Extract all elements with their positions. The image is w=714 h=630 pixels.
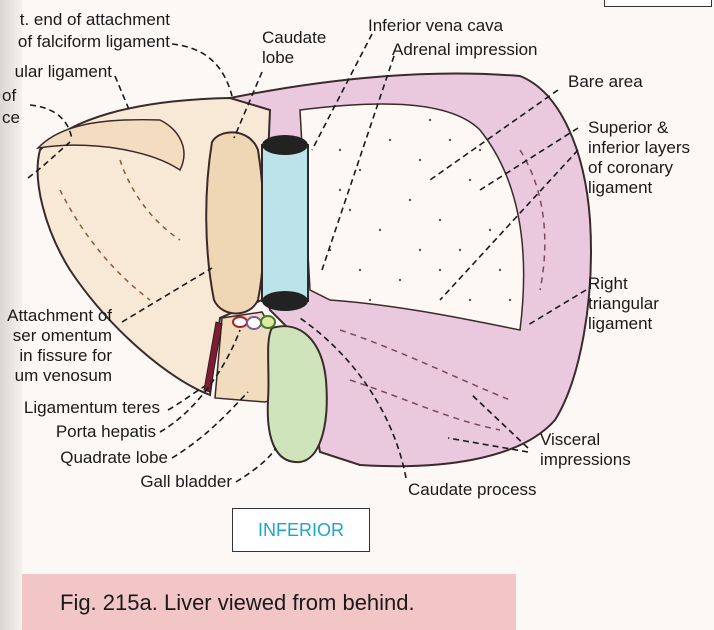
leader-ivc — [311, 33, 373, 151]
label-omentum-line4: um venosum — [14, 366, 112, 385]
caption-band — [22, 574, 516, 630]
label-gall-bladder: Gall bladder — [140, 472, 232, 491]
leader-visceral-b — [447, 437, 529, 453]
leader-caudate — [233, 71, 263, 139]
leader-adrenal — [321, 55, 395, 271]
label-coronary-line4: ligament — [588, 178, 653, 197]
leader-lines — [27, 33, 587, 483]
label-left-fragment-2: ce — [2, 108, 20, 127]
label-omentum-line1: Attachment of — [7, 306, 112, 325]
label-caudate-process: Caudate process — [408, 480, 537, 499]
orientation-text: INFERIOR — [257, 519, 344, 540]
label-adrenal-impression: Adrenal impression — [392, 40, 538, 59]
leader-porta — [159, 329, 241, 433]
label-caudate-line2: lobe — [262, 48, 295, 67]
label-omentum-line2: ser omentum — [12, 326, 112, 345]
label-falciform-line2: of falciform ligament — [17, 32, 170, 51]
leader-triangular — [114, 75, 131, 113]
label-triangular-ligament: ular ligament — [14, 62, 112, 81]
leader-omentum — [121, 267, 213, 323]
leader-left-lobe — [27, 141, 71, 179]
leader-caudate-process — [299, 317, 407, 479]
left-lobe-tip — [35, 118, 185, 172]
label-coronary-line1: Superior & — [588, 118, 669, 137]
label-quadrate-lobe: Quadrate lobe — [60, 448, 168, 467]
leader-bare — [429, 89, 559, 181]
leader-falciform — [171, 43, 233, 97]
label-bare-area: Bare area — [568, 72, 643, 91]
caudate-lobe — [205, 131, 265, 315]
label-inferior-vena-cava: Inferior vena cava — [368, 16, 504, 35]
label-right-triangular-line1: Right — [588, 274, 628, 293]
label-ligamentum-teres: Ligamentum teres — [23, 398, 160, 417]
leader-right-tri — [527, 289, 587, 326]
visceral-impressions — [339, 149, 546, 431]
leader-coronary-b — [439, 149, 579, 301]
label-omentum-line3: in fissure for — [19, 346, 112, 365]
leader-left-fragment — [29, 104, 73, 141]
label-right-triangular-line2: triangular — [588, 294, 659, 313]
label-caudate-line1: Caudate — [262, 28, 327, 47]
label-visceral-line1: Visceral — [540, 430, 601, 449]
leader-gall — [235, 447, 277, 483]
label-right-triangular-line3: ligament — [588, 314, 653, 333]
leader-quadrate — [171, 391, 249, 459]
page-binding-edge — [0, 0, 22, 630]
gall-bladder — [266, 325, 328, 464]
orientation-label: INFERIOR — [232, 508, 370, 552]
label-visceral-line2: impressions — [540, 450, 631, 469]
top-right-frame — [604, 0, 712, 7]
label-porta-hepatis: Porta hepatis — [55, 422, 156, 441]
figure-caption: Fig. 215a. Liver viewed from behind. — [60, 590, 415, 615]
leader-teres — [167, 385, 206, 411]
label-coronary-line2: inferior layers — [588, 138, 691, 157]
porta-hepatis-structures — [232, 315, 276, 330]
label-left-fragment-1: of — [2, 86, 17, 105]
bare-area — [299, 103, 525, 331]
label-falciform-line1: t. end of attachment — [19, 10, 170, 29]
leader-visceral-a — [471, 394, 529, 449]
bare-area-stipple — [328, 118, 512, 302]
label-coronary-line3: of coronary — [588, 158, 674, 177]
inferior-vena-cava — [261, 135, 309, 311]
left-lobe-hatches — [59, 159, 181, 301]
ligamentum-teres — [203, 321, 223, 393]
